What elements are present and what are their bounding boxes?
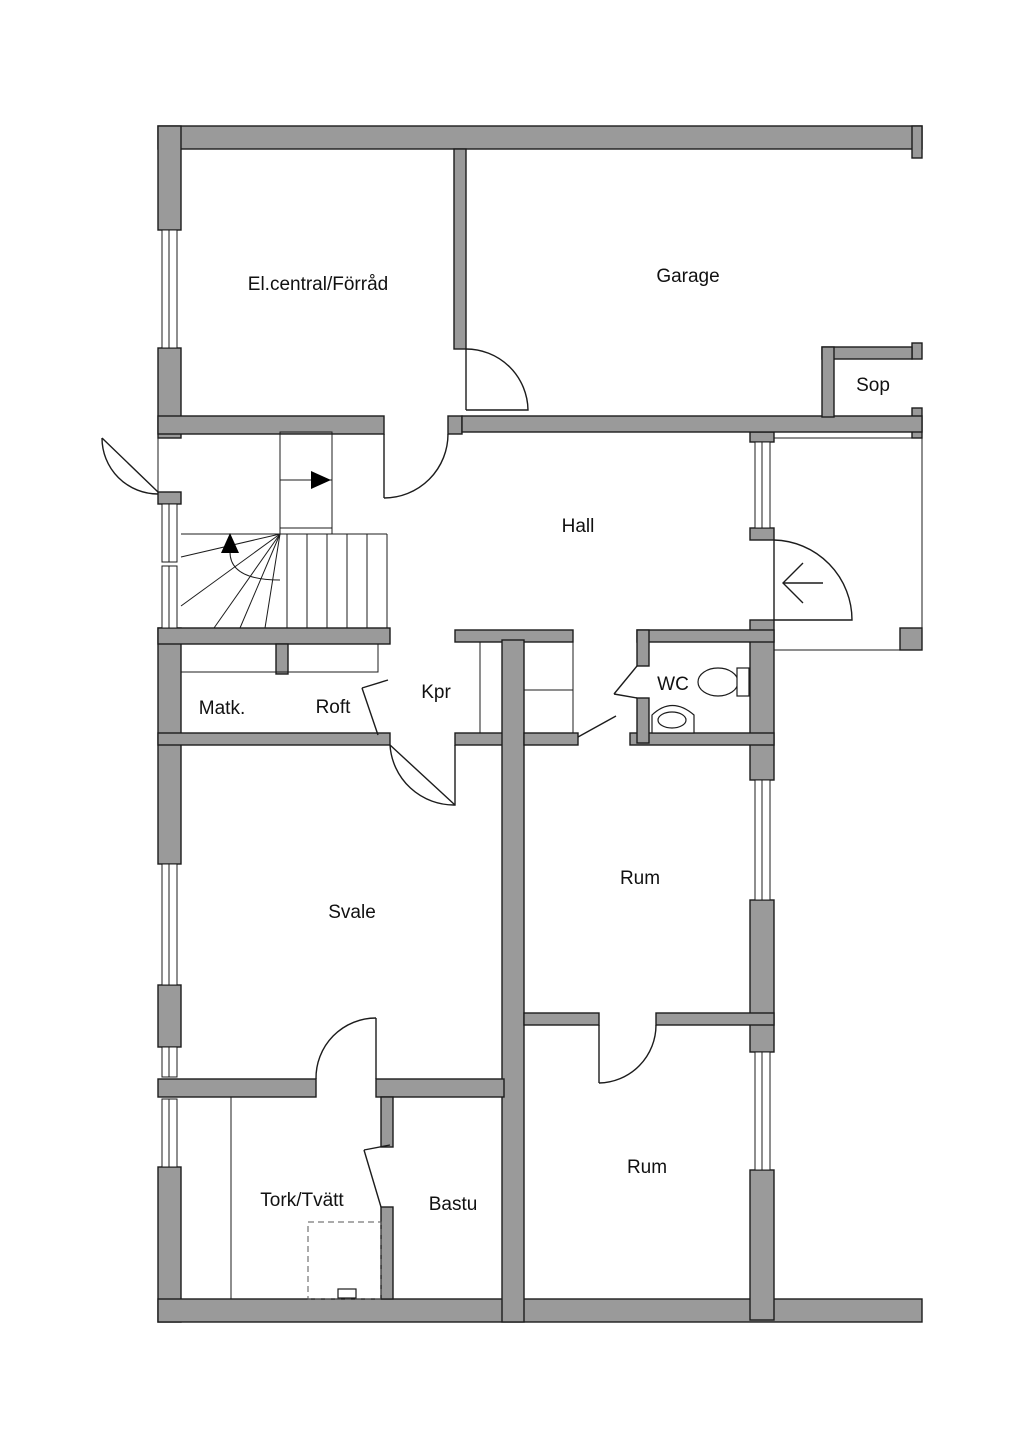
toilet-icon: [697, 667, 739, 697]
entry-arrow-icon: [782, 562, 823, 604]
windows: [161, 229, 771, 1171]
room-label-wc: WC: [657, 674, 689, 695]
staircase: [180, 431, 388, 629]
room-label-rum-upper: Rum: [620, 868, 660, 889]
closets: [180, 641, 574, 1300]
stair-arrow-up: [221, 533, 239, 553]
room-label-roft: Roft: [316, 697, 352, 718]
stair-arrow-right: [311, 471, 331, 489]
room-label-svale: Svale: [328, 902, 376, 923]
room-label-rum-lower: Rum: [627, 1157, 667, 1178]
room-label-matk: Matk.: [199, 698, 245, 719]
interior-walls: [157, 148, 923, 1323]
exterior-walls: [157, 125, 923, 1323]
room-label-bastu: Bastu: [429, 1194, 478, 1215]
room-label-tork: Tork/Tvätt: [260, 1190, 344, 1211]
porch-outline: [157, 437, 923, 651]
room-label-elcentral: El.central/Förråd: [248, 274, 388, 295]
floor-drain-icon: [337, 1288, 357, 1299]
room-label-sop: Sop: [856, 375, 890, 396]
room-label-kpr: Kpr: [421, 682, 451, 703]
doors: [101, 348, 853, 1208]
room-label-hall: Hall: [562, 516, 595, 537]
room-label-garage: Garage: [656, 266, 719, 287]
